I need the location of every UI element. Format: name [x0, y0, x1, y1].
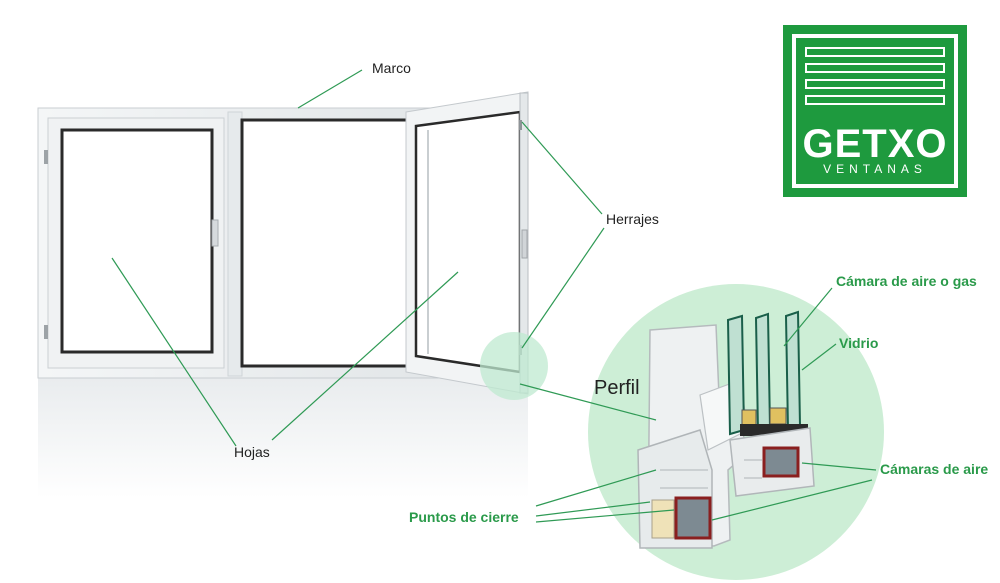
- profile-highlight: [480, 332, 548, 400]
- label-camara-aire-gas: Cámara de aire o gas: [836, 273, 977, 289]
- label-marco: Marco: [372, 60, 411, 76]
- getxo-ventanas-logo: GETXO VENTANAS: [783, 25, 967, 197]
- logo-subtitle: VENTANAS: [823, 162, 927, 176]
- logo-border: [792, 34, 958, 188]
- logo-stripe: [805, 47, 945, 57]
- window-frame: [37, 107, 439, 379]
- floor-reflection: [38, 378, 528, 498]
- label-camaras-aire: Cámaras de aire: [880, 461, 989, 477]
- label-vidrio: Vidrio: [839, 335, 879, 351]
- logo-word: GETXO: [802, 122, 948, 166]
- leader-lines: [111, 69, 877, 523]
- label-hojas: Hojas: [234, 444, 270, 460]
- label-puntos-cierre: Puntos de cierre: [409, 509, 519, 525]
- label-herrajes: Herrajes: [606, 211, 659, 227]
- logo-stripe: [805, 79, 945, 89]
- logo-stripe: [805, 95, 945, 105]
- logo-stripe: [805, 63, 945, 73]
- profile-cross-section: [637, 310, 815, 549]
- label-perfil: Perfil: [594, 377, 640, 399]
